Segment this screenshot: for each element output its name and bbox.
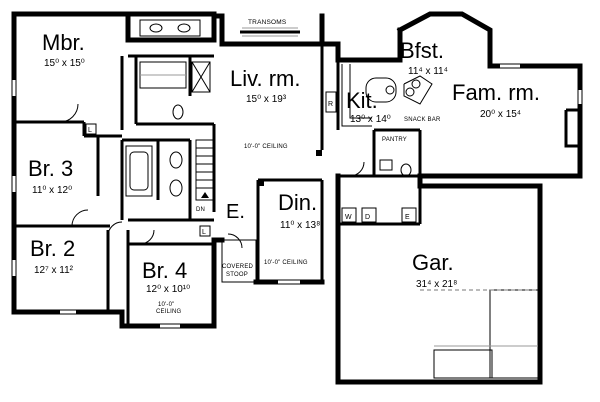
fixtures (11, 19, 583, 379)
room-br4-ceiling-height: 10'-0" (158, 302, 174, 308)
room-br4-name: Br. 4 (142, 258, 187, 283)
room-br3-name: Br. 3 (28, 156, 73, 181)
annotation-labels: TRANSOMS SNACK BAR PANTRY COVERED STOOP … (88, 19, 441, 278)
dryer-label: D (365, 214, 370, 221)
room-gar-dim: 31⁴ x 21⁸ (416, 279, 457, 290)
refrigerator-label: R (328, 101, 333, 108)
stair-down-label: DN (196, 207, 205, 213)
room-liv-ceiling: 10'-0" CEILING (244, 144, 288, 150)
covered-label: COVERED (222, 264, 254, 270)
room-entry-name: E. (226, 201, 245, 223)
stoop-label: STOOP (226, 272, 248, 278)
room-kit-dim: 13⁰ x 14⁰ (350, 114, 391, 125)
interior-walls (14, 44, 422, 326)
room-din-name: Din. (278, 190, 317, 215)
room-br3-dim: 11⁰ x 12⁰ (32, 185, 72, 196)
room-mbr-name: Mbr. (42, 30, 85, 55)
pantry-label: PANTRY (382, 137, 407, 143)
room-din-ceiling: 10'-0" CEILING (264, 260, 308, 266)
linen-closet-label-1: L (88, 127, 92, 134)
transoms-label: TRANSOMS (248, 19, 287, 26)
linen-closet-label-2: L (202, 229, 206, 236)
room-bfst-name: Bfst. (400, 38, 444, 63)
room-br4-dim: 12⁰ x 10¹⁰ (146, 284, 190, 295)
stairs (195, 139, 215, 201)
room-br2-name: Br. 2 (30, 236, 75, 261)
room-labels: Mbr. 15⁰ x 15⁰ Br. 3 11⁰ x 12⁰ Br. 2 12⁷… (28, 30, 540, 315)
room-fam-name: Fam. rm. (452, 80, 540, 105)
room-kit-name: Kit. (346, 88, 378, 113)
room-gar-name: Gar. (412, 250, 454, 275)
room-bfst-dim: 11⁴ x 11⁴ (408, 66, 448, 77)
room-din-dim: 11⁰ x 13⁸ (280, 220, 320, 231)
room-mbr-dim: 15⁰ x 15⁰ (44, 58, 85, 69)
room-liv-dim: 15⁰ x 19³ (246, 94, 287, 105)
snack-bar-label: SNACK BAR (404, 117, 441, 123)
washer-label: W (345, 214, 352, 221)
room-br4-ceiling-label: CEILING (156, 309, 182, 315)
room-br2-dim: 12⁷ x 11² (34, 265, 74, 276)
equipment-label: E (405, 214, 410, 221)
room-liv-name: Liv. rm. (230, 66, 300, 91)
room-fam-dim: 20⁰ x 15⁴ (480, 109, 521, 120)
